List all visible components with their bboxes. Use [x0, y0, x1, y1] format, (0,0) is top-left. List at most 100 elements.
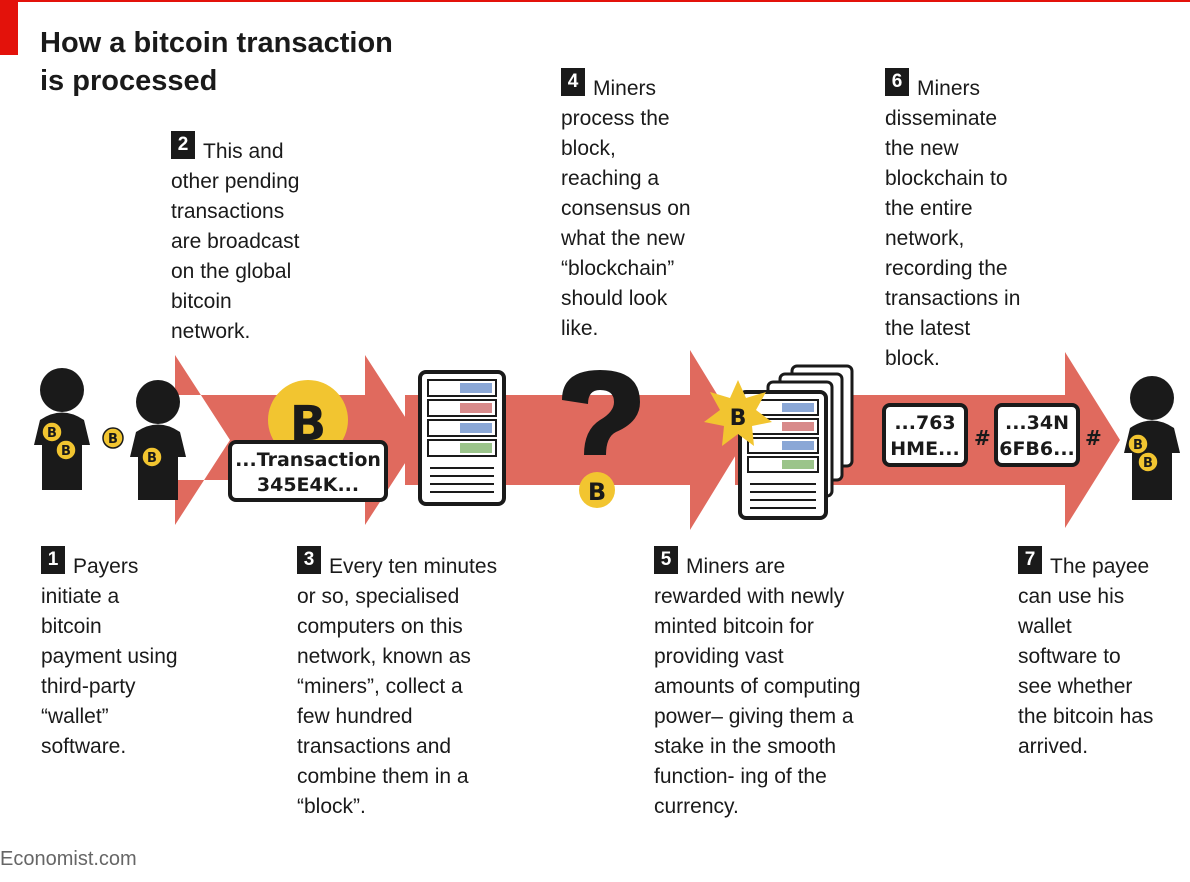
- step-text-line: initiate a: [41, 585, 120, 608]
- step-text-line: currency.: [654, 795, 739, 818]
- step-text-line: computers on this: [297, 615, 463, 638]
- step-text-line: the bitcoin has: [1018, 705, 1154, 728]
- step-text-line: recording the: [885, 257, 1008, 280]
- step-text-line: “blockchain”: [561, 257, 675, 280]
- step-number-badge: 7: [1018, 546, 1042, 574]
- step-text-line: the new: [885, 137, 959, 160]
- step-text-line: block,: [561, 137, 616, 160]
- step-text-line: the latest: [885, 317, 971, 340]
- title-line-2: is processed: [40, 65, 218, 97]
- block-hash-box-2: ...34N 6FB6...: [994, 403, 1080, 467]
- step-text-line: transactions and: [297, 735, 452, 758]
- step-text-line: transactions in: [885, 287, 1021, 310]
- payer-person-2-icon: [130, 380, 186, 500]
- step-text-line: on the global: [171, 260, 292, 283]
- step-text-line: network, known as: [297, 645, 471, 668]
- hash-symbol-2: #: [1085, 426, 1102, 450]
- process-arrow-3: [845, 352, 1120, 528]
- step-text-line: “wallet”: [41, 705, 109, 728]
- step-number-badge: 4: [561, 68, 585, 96]
- step-number-badge: 2: [171, 131, 195, 159]
- step-7: 7 The payee can use his wallet software to se…: [1018, 546, 1154, 762]
- payer-person-icon: [34, 368, 90, 490]
- step-text-line: bitcoin: [41, 615, 102, 638]
- page-title: How a bitcoin transaction is processed: [40, 24, 460, 100]
- server-stack-icon: [738, 364, 854, 520]
- step-text-line: can use his: [1018, 585, 1125, 608]
- step-text-line: amounts of computing: [654, 675, 861, 698]
- step-text-line: transactions: [171, 200, 285, 223]
- step-number-badge: 3: [297, 546, 321, 574]
- block-hash-1-line-1: ...763: [894, 412, 956, 434]
- step-number-badge: 5: [654, 546, 678, 574]
- step-text-line: power– giving them a: [654, 705, 854, 728]
- title-line-1: How a bitcoin transaction: [40, 27, 393, 59]
- step-4: 4 Miners process the block, reaching a consen…: [561, 68, 691, 344]
- step-text-line: like.: [561, 317, 599, 340]
- block-hash-2-line-1: ...34N: [1005, 412, 1069, 434]
- step-text-line: arrived.: [1018, 735, 1089, 758]
- step-text-line: what the new: [561, 227, 685, 250]
- step-text-line: or so, specialised: [297, 585, 460, 608]
- hash-symbol-1: #: [974, 426, 991, 450]
- step-text-line: Every ten minutes: [329, 555, 498, 578]
- step-text-line: This and: [203, 140, 284, 163]
- question-mark-icon: B: [562, 370, 640, 508]
- step-text-line: stake in the smooth: [654, 735, 837, 758]
- block-hash-1-line-2: HME...: [890, 438, 960, 460]
- step-text-line: software to: [1018, 645, 1121, 668]
- step-text-line: few hundred: [297, 705, 413, 728]
- transaction-box: ...Transaction 345E4K...: [228, 440, 388, 502]
- step-1: 1 Payers initiate a bitcoin payment using thi…: [41, 546, 178, 762]
- step-text-line: wallet: [1018, 615, 1072, 638]
- step-text-line: rewarded with newly: [654, 585, 845, 608]
- step-text-line: should look: [561, 287, 668, 310]
- transaction-line-1: ...Transaction: [235, 449, 381, 471]
- step-text-line: Miners are: [686, 555, 786, 578]
- step-text-line: reaching a: [561, 167, 660, 190]
- step-text-line: third-party: [41, 675, 136, 698]
- step-6: 6 Miners disseminate the new blockchain to th…: [885, 68, 1021, 374]
- step-text-line: “miners”, collect a: [297, 675, 463, 698]
- step-text-line: network,: [885, 227, 965, 250]
- starburst-icon: B: [704, 380, 772, 446]
- step-text-line: Payers: [73, 555, 139, 578]
- step-text-line: consensus on: [561, 197, 691, 220]
- step-text-line: “block”.: [297, 795, 366, 818]
- step-text-line: blockchain to: [885, 167, 1008, 190]
- server-rack-icon: [418, 370, 506, 506]
- step-number-badge: 6: [885, 68, 909, 96]
- transaction-line-2: 345E4K...: [256, 474, 360, 496]
- step-3: 3 Every ten minutes or so, specialised comp…: [297, 546, 498, 822]
- bitcoin-coin-icon: [102, 427, 124, 449]
- step-text-line: see whether: [1018, 675, 1133, 698]
- payee-person-icon: [1124, 376, 1180, 500]
- block-hash-box-1: ...763 HME...: [882, 403, 968, 467]
- source-credit: Economist.com: [0, 848, 137, 870]
- step-text-line: Miners: [917, 77, 981, 100]
- block-hash-2-line-2: 6FB6...: [999, 438, 1075, 460]
- step-text-line: bitcoin: [171, 290, 232, 313]
- step-text-line: Miners: [593, 77, 657, 100]
- svg-text:B: B: [730, 406, 747, 431]
- step-text-line: software.: [41, 735, 127, 758]
- brand-tab: [0, 0, 18, 55]
- step-text-line: the entire: [885, 197, 973, 220]
- top-rule: [0, 0, 1190, 2]
- step-text-line: other pending: [171, 170, 300, 193]
- step-text-line: The payee: [1050, 555, 1150, 578]
- step-text-line: function- ing of the: [654, 765, 827, 788]
- step-text-line: are broadcast: [171, 230, 300, 253]
- step-text-line: payment using: [41, 645, 178, 668]
- step-text-line: combine them in a: [297, 765, 469, 788]
- step-text-line: providing vast: [654, 645, 784, 668]
- step-text-line: block.: [885, 347, 940, 370]
- step-5: 5 Miners are rewarded with newly minted bit…: [654, 546, 861, 822]
- step-text-line: network.: [171, 320, 251, 343]
- step-text-line: minted bitcoin for: [654, 615, 814, 638]
- step-text-line: process the: [561, 107, 670, 130]
- svg-text:B: B: [588, 478, 606, 506]
- step-number-badge: 1: [41, 546, 65, 574]
- step-text-line: disseminate: [885, 107, 998, 130]
